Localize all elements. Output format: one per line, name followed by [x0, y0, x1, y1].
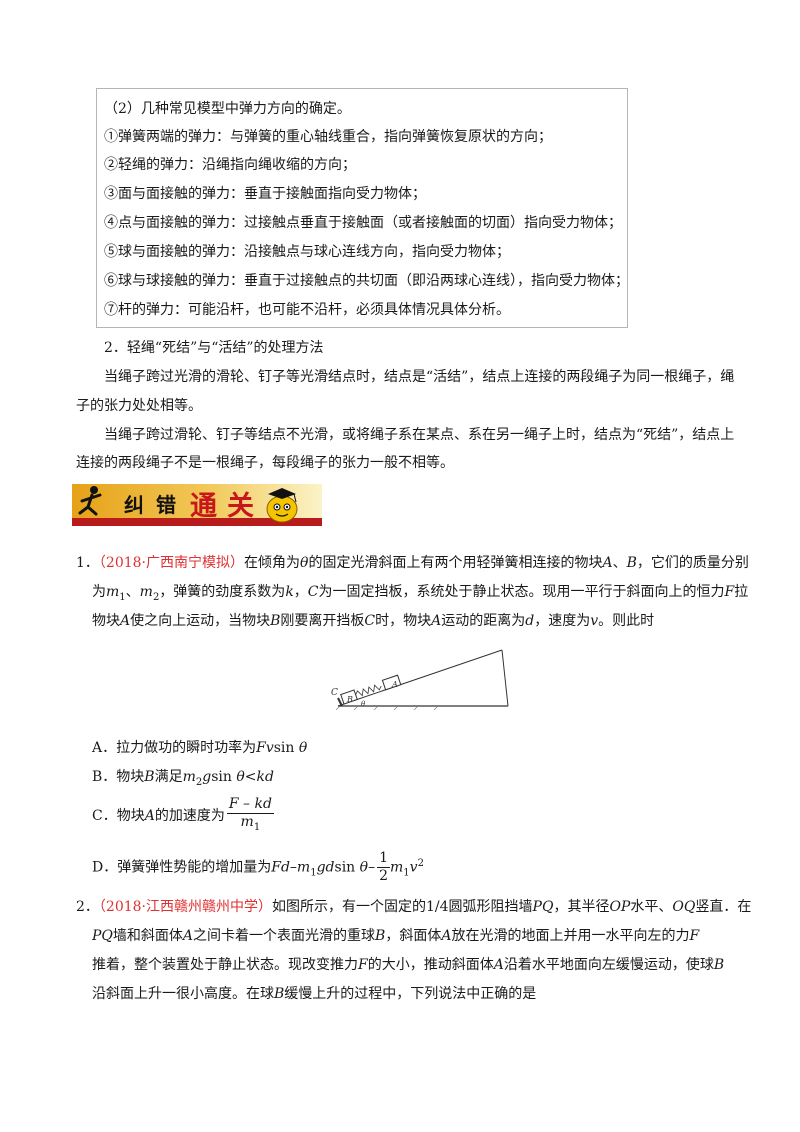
question-1-line: 为m1、m2，弹簧的劲度系数为k，C为一固定挡板，系统处于静止状态。现用一平行于…	[92, 584, 749, 603]
knot-heading: 2．轻绳“死结”与“活结”的处理方法	[104, 340, 324, 356]
option-b: B．物块B满足m2gsin θ<kd	[92, 769, 274, 788]
label-c: C	[331, 688, 338, 698]
paragraph-line: 当绳子跨过光滑的滑轮、钉子等光滑结点时，结点是“活结”，结点上连接的两段绳子为同…	[104, 369, 735, 385]
label-a: A	[391, 680, 398, 689]
mascot-icon	[266, 488, 298, 523]
incline-figure: C B A θ	[331, 649, 509, 710]
list-item: ④点与面接触的弹力：过接触点垂直于接触面（或者接触面的切面）指向受力物体；	[104, 215, 622, 231]
question-number: 1．	[76, 555, 99, 571]
paragraph-line: 子的张力处处相等。	[76, 398, 202, 414]
list-item: ⑥球与球接触的弹力：垂直于过接触点的共切面（即沿两球心连线），指向受力物体；	[104, 273, 629, 289]
label-theta: θ	[361, 700, 366, 708]
correction-banner: 纠 错 通 关	[72, 484, 322, 526]
question-number: 2．	[76, 899, 99, 915]
banner-char: 错	[156, 493, 176, 517]
section-title: （2）几种常见模型中弹力方向的确定。	[104, 101, 351, 117]
paragraph-line: 当绳子跨过滑轮、钉子等结点不光滑，或将绳子系在某点、系在另一绳子上时，结点为“死…	[104, 427, 735, 443]
paragraph-line: 连接的两段绳子不是一根绳子，每段绳子的张力一般不相等。	[76, 455, 454, 471]
question-2-line: 2．（2018·江西赣州赣州中学）如图所示，有一个固定的1/4圆弧形阻挡墙PQ，…	[76, 899, 752, 915]
banner-char: 通	[190, 491, 217, 522]
banner-char: 纠	[124, 493, 144, 517]
question-2-line: 沿斜面上升一很小高度。在球B缓慢上升的过程中，下列说法中正确的是	[92, 986, 537, 1002]
list-item: ②轻绳的弹力：沿绳指向绳收缩的方向；	[104, 157, 356, 173]
option-a: A．拉力做功的瞬时功率为Fvsin θ	[92, 740, 308, 756]
banner-char: 关	[227, 491, 254, 522]
list-item: ⑦杆的弹力：可能沿杆，也可能不沿杆，必须具体情况具体分析。	[104, 302, 510, 318]
question-2-line: PQ墙和斜面体A之间卡着一个表面光滑的重球B，斜面体A放在光滑的地面上并用一水平…	[92, 928, 700, 944]
question-source: （2018·广西南宁模拟）	[98, 555, 245, 571]
question-source: （2018·江西赣州赣州中学）	[98, 899, 273, 915]
model-list-box	[96, 88, 628, 328]
question-2-line: 推着，整个装置处于静止状态。现改变推力F的大小，推动斜面体A沿着水平地面向左缓慢…	[92, 957, 725, 973]
question-1-line: 1．（2018·广西南宁模拟）在倾角为θ的固定光滑斜面上有两个用轻弹簧相连接的物…	[76, 555, 749, 571]
question-1-line: 物块A使之向上运动，当物块B刚要离开挡板C时，物块A运动的距离为d，速度为v。则…	[92, 613, 655, 629]
list-item: ①弹簧两端的弹力：与弹簧的重心轴线重合，指向弹簧恢复原状的方向；	[104, 129, 552, 145]
list-item: ⑤球与面接触的弹力：沿接触点与球心连线方向，指向受力物体；	[104, 244, 510, 260]
label-b: B	[346, 695, 353, 704]
runner-icon	[78, 486, 102, 516]
list-item: ③面与面接触的弹力：垂直于接触面指向受力物体；	[104, 186, 426, 202]
